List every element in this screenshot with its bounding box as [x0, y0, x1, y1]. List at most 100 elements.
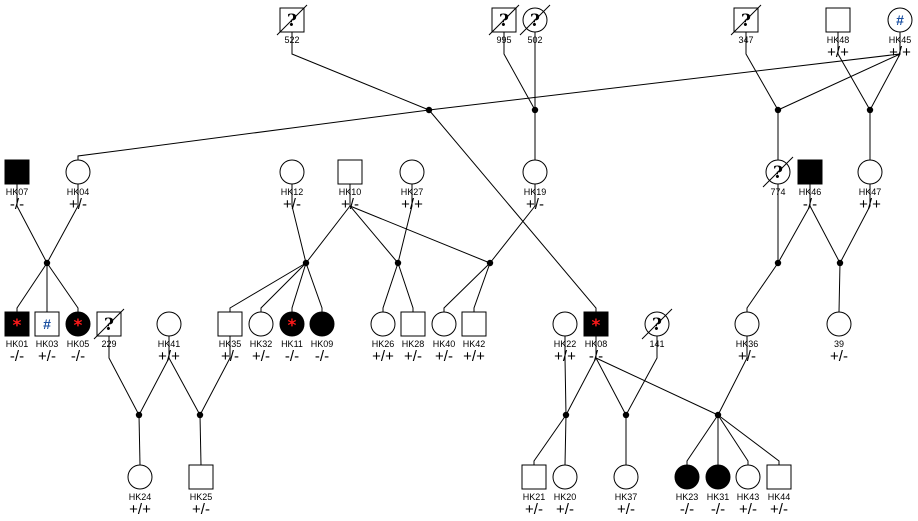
female-circle-symbol	[826, 311, 852, 337]
union-u12	[168, 336, 231, 466]
descent-line	[838, 262, 841, 313]
individual-id-label: HK28	[402, 339, 425, 349]
genotype-label: +/+	[889, 44, 911, 61]
individual-522: ?522	[276, 4, 308, 45]
descent-line	[428, 109, 597, 312]
male-square-symbol	[188, 464, 214, 490]
genotype-label: -/-	[803, 196, 817, 213]
union-node	[774, 259, 782, 267]
union-node	[302, 259, 310, 267]
partner-line	[349, 184, 491, 264]
union-node	[43, 259, 51, 267]
individual-id-label: HK04	[67, 187, 90, 197]
genotype-label: -/-	[71, 348, 85, 365]
individual-hk47: HK47+/+	[857, 159, 883, 213]
individual-id-label: 502	[527, 35, 542, 45]
genotype-label: +/-	[526, 196, 544, 213]
individual-id-label: HK36	[736, 339, 759, 349]
partner-line	[595, 336, 719, 416]
individual-id-label: HK10	[339, 187, 362, 197]
individual-id-label: HK31	[707, 492, 730, 502]
union-node	[196, 411, 204, 419]
individual-hk26: HK26+/+	[370, 311, 396, 365]
individual-hk23: HK23-/-	[674, 464, 700, 518]
partner-line	[869, 32, 901, 111]
partner-line	[809, 184, 841, 264]
individual-id-label: HK08	[585, 339, 608, 349]
union-node	[622, 411, 630, 419]
individual-hk05: *HK05-/-	[65, 311, 91, 365]
individual-hk46: HK46-/-	[797, 159, 823, 213]
union-u3	[745, 32, 901, 160]
individual-id-label: HK47	[859, 187, 882, 197]
individual-id-label: 141	[649, 339, 664, 349]
genotype-label: -/-	[315, 348, 329, 365]
partner-line	[837, 32, 871, 111]
female-circle-symbol	[279, 311, 305, 337]
individual-hk19: HK19+/-	[522, 159, 548, 213]
genotype-label: +/-	[617, 501, 635, 518]
individual-hk07: HK07-/-	[4, 159, 30, 213]
partner-line	[717, 336, 748, 416]
descent-line	[533, 414, 567, 465]
individual-id-label: HK01	[6, 339, 29, 349]
union-u8	[349, 184, 536, 312]
individual-hk31: HK31-/-	[705, 464, 731, 518]
female-circle-symbol	[857, 159, 883, 185]
female-circle-symbol	[431, 311, 457, 337]
partner-line	[839, 184, 871, 264]
individual-id-label: 39	[834, 339, 844, 349]
partner-line	[489, 184, 536, 264]
individual-id-label: HK43	[737, 492, 760, 502]
male-square-symbol	[825, 7, 851, 33]
male-square-symbol	[766, 464, 792, 490]
genotype-label: -/-	[10, 348, 24, 365]
partner-line	[291, 32, 430, 111]
individual-id-label: HK44	[768, 492, 791, 502]
individual-hk08: * HK08-/-	[583, 311, 609, 365]
male-square-symbol	[583, 311, 609, 337]
individual-347: ?347	[730, 4, 762, 45]
genotype-label: +/-	[341, 196, 359, 213]
male-square-symbol	[4, 159, 30, 185]
partner-line	[46, 184, 79, 264]
female-circle-symbol	[735, 464, 761, 490]
genotype-label: -/-	[711, 501, 725, 518]
genotype-label: +/+	[827, 44, 849, 61]
partner-line	[745, 32, 779, 111]
individual-39: 39+/-	[826, 311, 852, 365]
female-circle-symbol	[370, 311, 396, 337]
genotype-label: -/-	[589, 348, 603, 365]
individual-id-label: HK11	[281, 339, 303, 349]
individual-hk24: HK24+/+	[127, 464, 153, 518]
genotype-label: +/-	[283, 196, 301, 213]
deceased-slash	[93, 308, 125, 340]
descent-line	[260, 262, 307, 312]
individual-hk09: HK09-/-	[309, 311, 335, 365]
hash-mark: #	[43, 316, 51, 332]
genotype-label: +/-	[525, 501, 543, 518]
male-square-symbol	[400, 311, 426, 337]
partner-line	[199, 336, 231, 416]
descent-line	[564, 414, 567, 466]
descent-line	[686, 414, 719, 465]
union-node	[425, 106, 433, 114]
descent-line	[229, 262, 307, 312]
union-u10	[809, 184, 871, 313]
union-node	[714, 411, 722, 419]
individual-hk22: HK22+/+	[552, 311, 578, 365]
asterisk-mark: *	[592, 316, 601, 336]
individual-id-label: HK37	[615, 492, 638, 502]
genotype-label: +/-	[69, 196, 87, 213]
unknown-status-mark: ?	[773, 163, 783, 183]
individual-id-label: HK05	[67, 339, 90, 349]
descent-line	[746, 262, 779, 312]
individual-hk35: HK35+/-	[217, 311, 243, 365]
individual-995: ?995	[488, 4, 520, 45]
asterisk-mark: *	[288, 316, 297, 336]
deceased-slash	[276, 4, 308, 36]
deceased-slash	[519, 4, 551, 36]
unknown-status-mark: ?	[530, 11, 540, 31]
individual-hk10: HK10+/-	[337, 159, 363, 213]
individual-id-label: HK03	[36, 339, 59, 349]
